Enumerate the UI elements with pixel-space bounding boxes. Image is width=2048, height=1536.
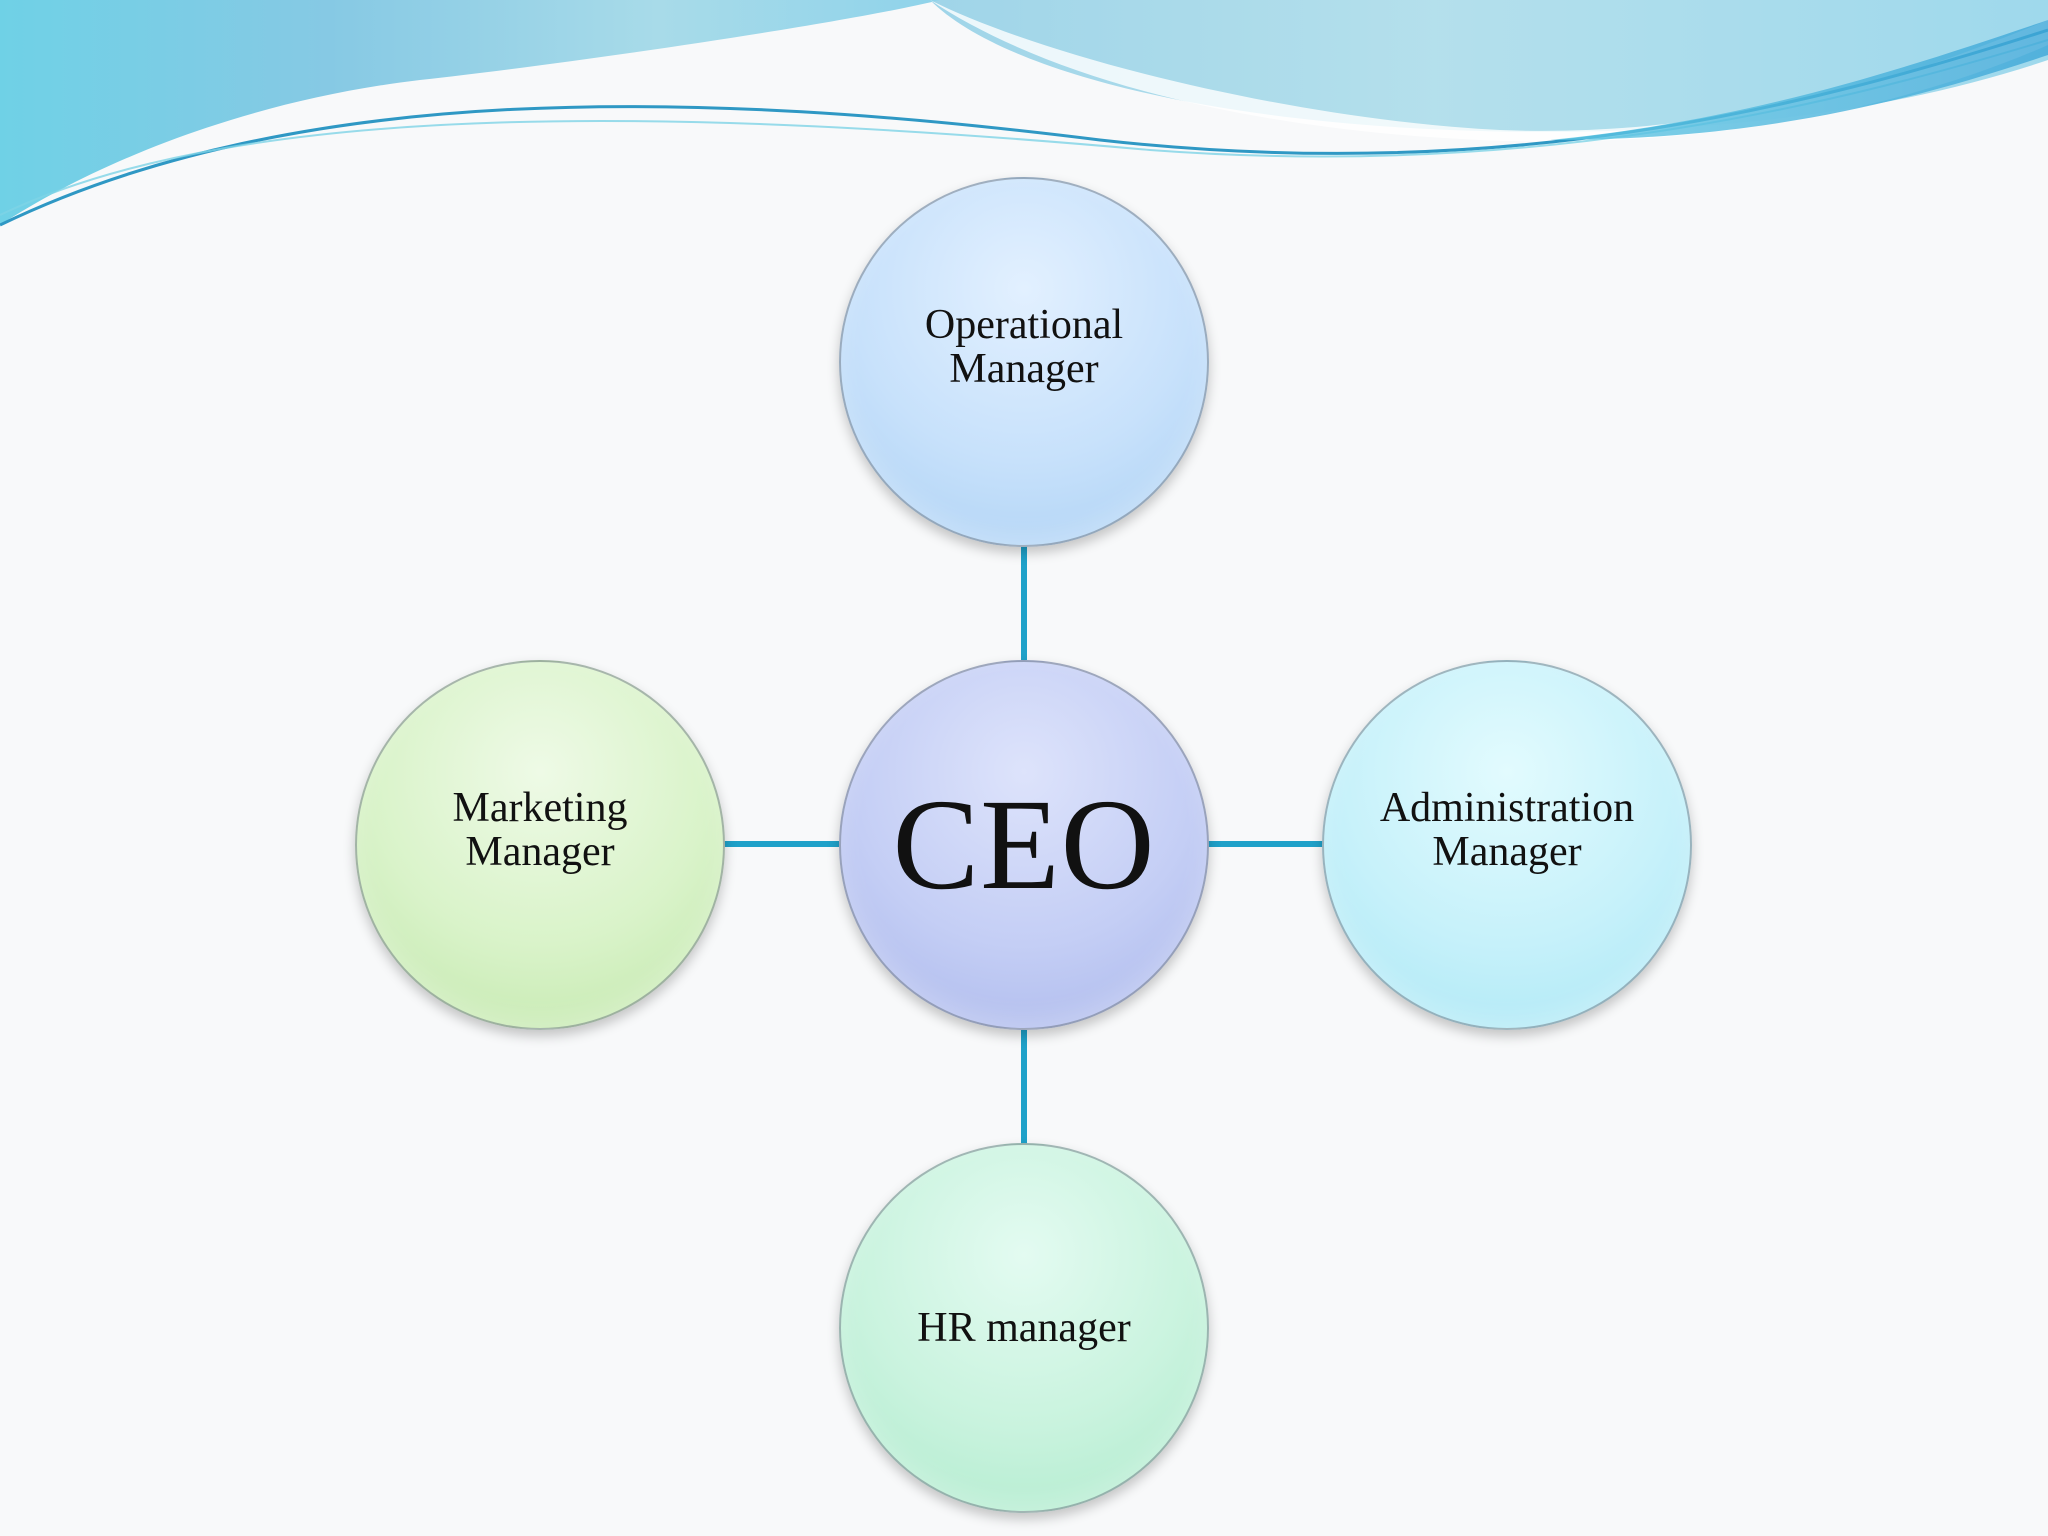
node-label: HR manager [917, 1305, 1131, 1351]
node-marketing-manager: Marketing Manager [355, 660, 725, 1030]
header-wave-decoration [0, 0, 2048, 227]
node-administration-manager: Administration Manager [1322, 660, 1692, 1030]
connector-bottom [1021, 1030, 1027, 1145]
ceo-label: CEO [892, 773, 1156, 917]
node-hr-manager: HR manager [839, 1143, 1209, 1513]
node-ceo: CEO [839, 660, 1209, 1030]
connector-right [1208, 841, 1323, 847]
node-label: Marketing Manager [452, 785, 628, 875]
connector-left [724, 841, 839, 847]
node-label: Administration Manager [1379, 785, 1635, 875]
node-operational-manager: Operational Manager [839, 177, 1209, 547]
connector-top [1021, 545, 1027, 660]
node-label: Operational Manager [924, 302, 1124, 392]
